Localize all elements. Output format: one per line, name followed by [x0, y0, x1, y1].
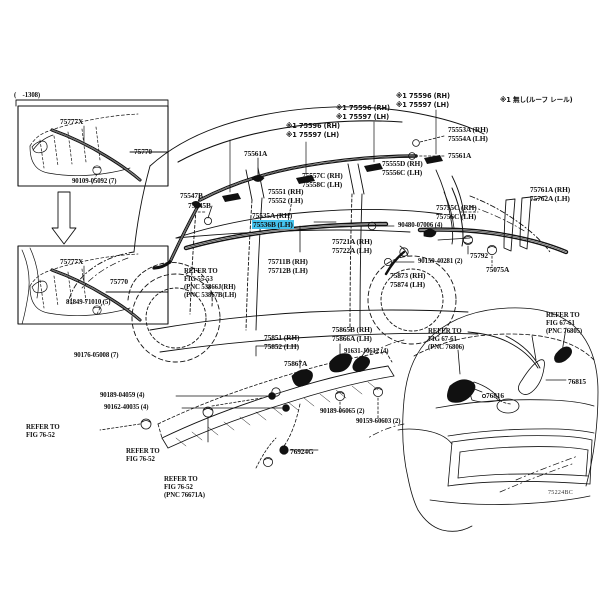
part-label: 91631-J0612 (4) — [344, 348, 389, 355]
upper-inset-box — [17, 105, 169, 187]
part-label: 90162-40035 (4) — [104, 404, 149, 411]
part-label: 75792 — [470, 251, 488, 260]
part-label: ※1 無し(ルーフ レール) — [500, 96, 573, 104]
part-label: 75561A — [448, 151, 472, 160]
part-label: 90189-06065 (2) — [320, 408, 365, 415]
a-pillar-garnish — [152, 195, 213, 275]
roof-rail-assembly — [177, 109, 445, 202]
upper-inset-art — [29, 113, 169, 185]
part-label: 81849-71010 (5) — [66, 299, 111, 306]
part-label: 75865B (RH) 75866A (LH) — [332, 325, 373, 343]
part-label: 75851 (RH) 75852 (LH) — [264, 333, 300, 351]
part-label: 75545B — [188, 201, 211, 210]
inset-transition-arrow — [51, 191, 77, 245]
part-label: REFER TO FIG 76-52 — [26, 424, 60, 439]
part-label: REFER TO FIG 76-52 — [126, 448, 160, 463]
part-label: 90159-60603 (2) — [356, 418, 401, 425]
date-bracket — [15, 99, 169, 107]
rear-hatch-view — [397, 307, 599, 532]
part-label: REFER TO FIG 67-61 (PNC 76805) — [546, 312, 583, 335]
part-label: 75536B (LH) — [252, 220, 294, 230]
quarter-garnish — [367, 187, 497, 276]
part-label: 75867A — [284, 359, 308, 368]
part-label: 90176-05008 (7) — [74, 352, 119, 359]
part-label: 76816 — [486, 391, 504, 400]
part-label: 76815 — [568, 377, 586, 386]
part-label: 75711B (RH) 75712B (LH) — [268, 257, 308, 275]
part-label: ※1 75596 (RH) ※1 75597 (LH) — [286, 122, 340, 139]
part-label: 76924G — [290, 447, 314, 456]
part-label: REFER TO FIG 67-61 (PNC 76806) — [428, 328, 465, 351]
part-label: ( -1308) — [14, 92, 41, 99]
part-label: 75777X — [60, 117, 84, 126]
part-label: 75561A — [244, 149, 268, 158]
part-label: 90189-04059 (4) — [100, 392, 145, 399]
rocker-moulding-assembly — [99, 343, 395, 469]
part-label: 90480-07006 (4) — [398, 222, 443, 229]
part-label: ※1 75596 (RH) ※1 75597 (LH) — [336, 104, 390, 121]
part-label: 75535A (RH) — [252, 211, 293, 220]
part-label: 90159-40281 (2) — [418, 258, 463, 265]
part-label: 75721A (RH) 75722A (LH) — [332, 237, 373, 255]
part-label: 90109-05092 (7) — [72, 178, 117, 185]
part-label: 75547B — [180, 191, 203, 200]
part-label: 75761A (RH) 75762A (LH) — [530, 185, 571, 203]
part-label: REFER TO FIG 76-52 (PNC 76671A) — [164, 476, 205, 499]
part-label: 75777X — [60, 257, 84, 266]
lower-inset-box — [17, 245, 169, 325]
lower-inset-art — [21, 247, 169, 325]
part-label: 75873 (RH) 75874 (LH) — [390, 271, 426, 289]
part-label: 75557C (RH) 75558C (LH) — [302, 171, 343, 189]
part-label: 75770 — [134, 147, 152, 156]
belt-mouldings — [183, 199, 569, 255]
part-label: 75551 (RH) 75552 (LH) — [268, 187, 304, 205]
highlighted-part-label[interactable]: 75536B (LH) — [252, 220, 294, 229]
part-label: 75555D (RH) 75556C (LH) — [382, 159, 423, 177]
part-label: 75075A — [486, 265, 510, 274]
view-link-lines — [81, 205, 579, 493]
pillar-blackout-strips — [503, 195, 547, 252]
part-label: 75755C (RH) 75756C (LH) — [436, 203, 477, 221]
part-label: ※1 75596 (RH) ※1 75597 (LH) — [396, 92, 450, 109]
part-label: 75224BC — [548, 490, 574, 496]
part-label: REFER TO FIG 55-53 (PNC 53866J(RH) (PNC … — [184, 268, 237, 299]
part-label: 75553A (RH) 75554A (LH) — [448, 125, 489, 143]
part-label: 75770 — [110, 277, 128, 286]
